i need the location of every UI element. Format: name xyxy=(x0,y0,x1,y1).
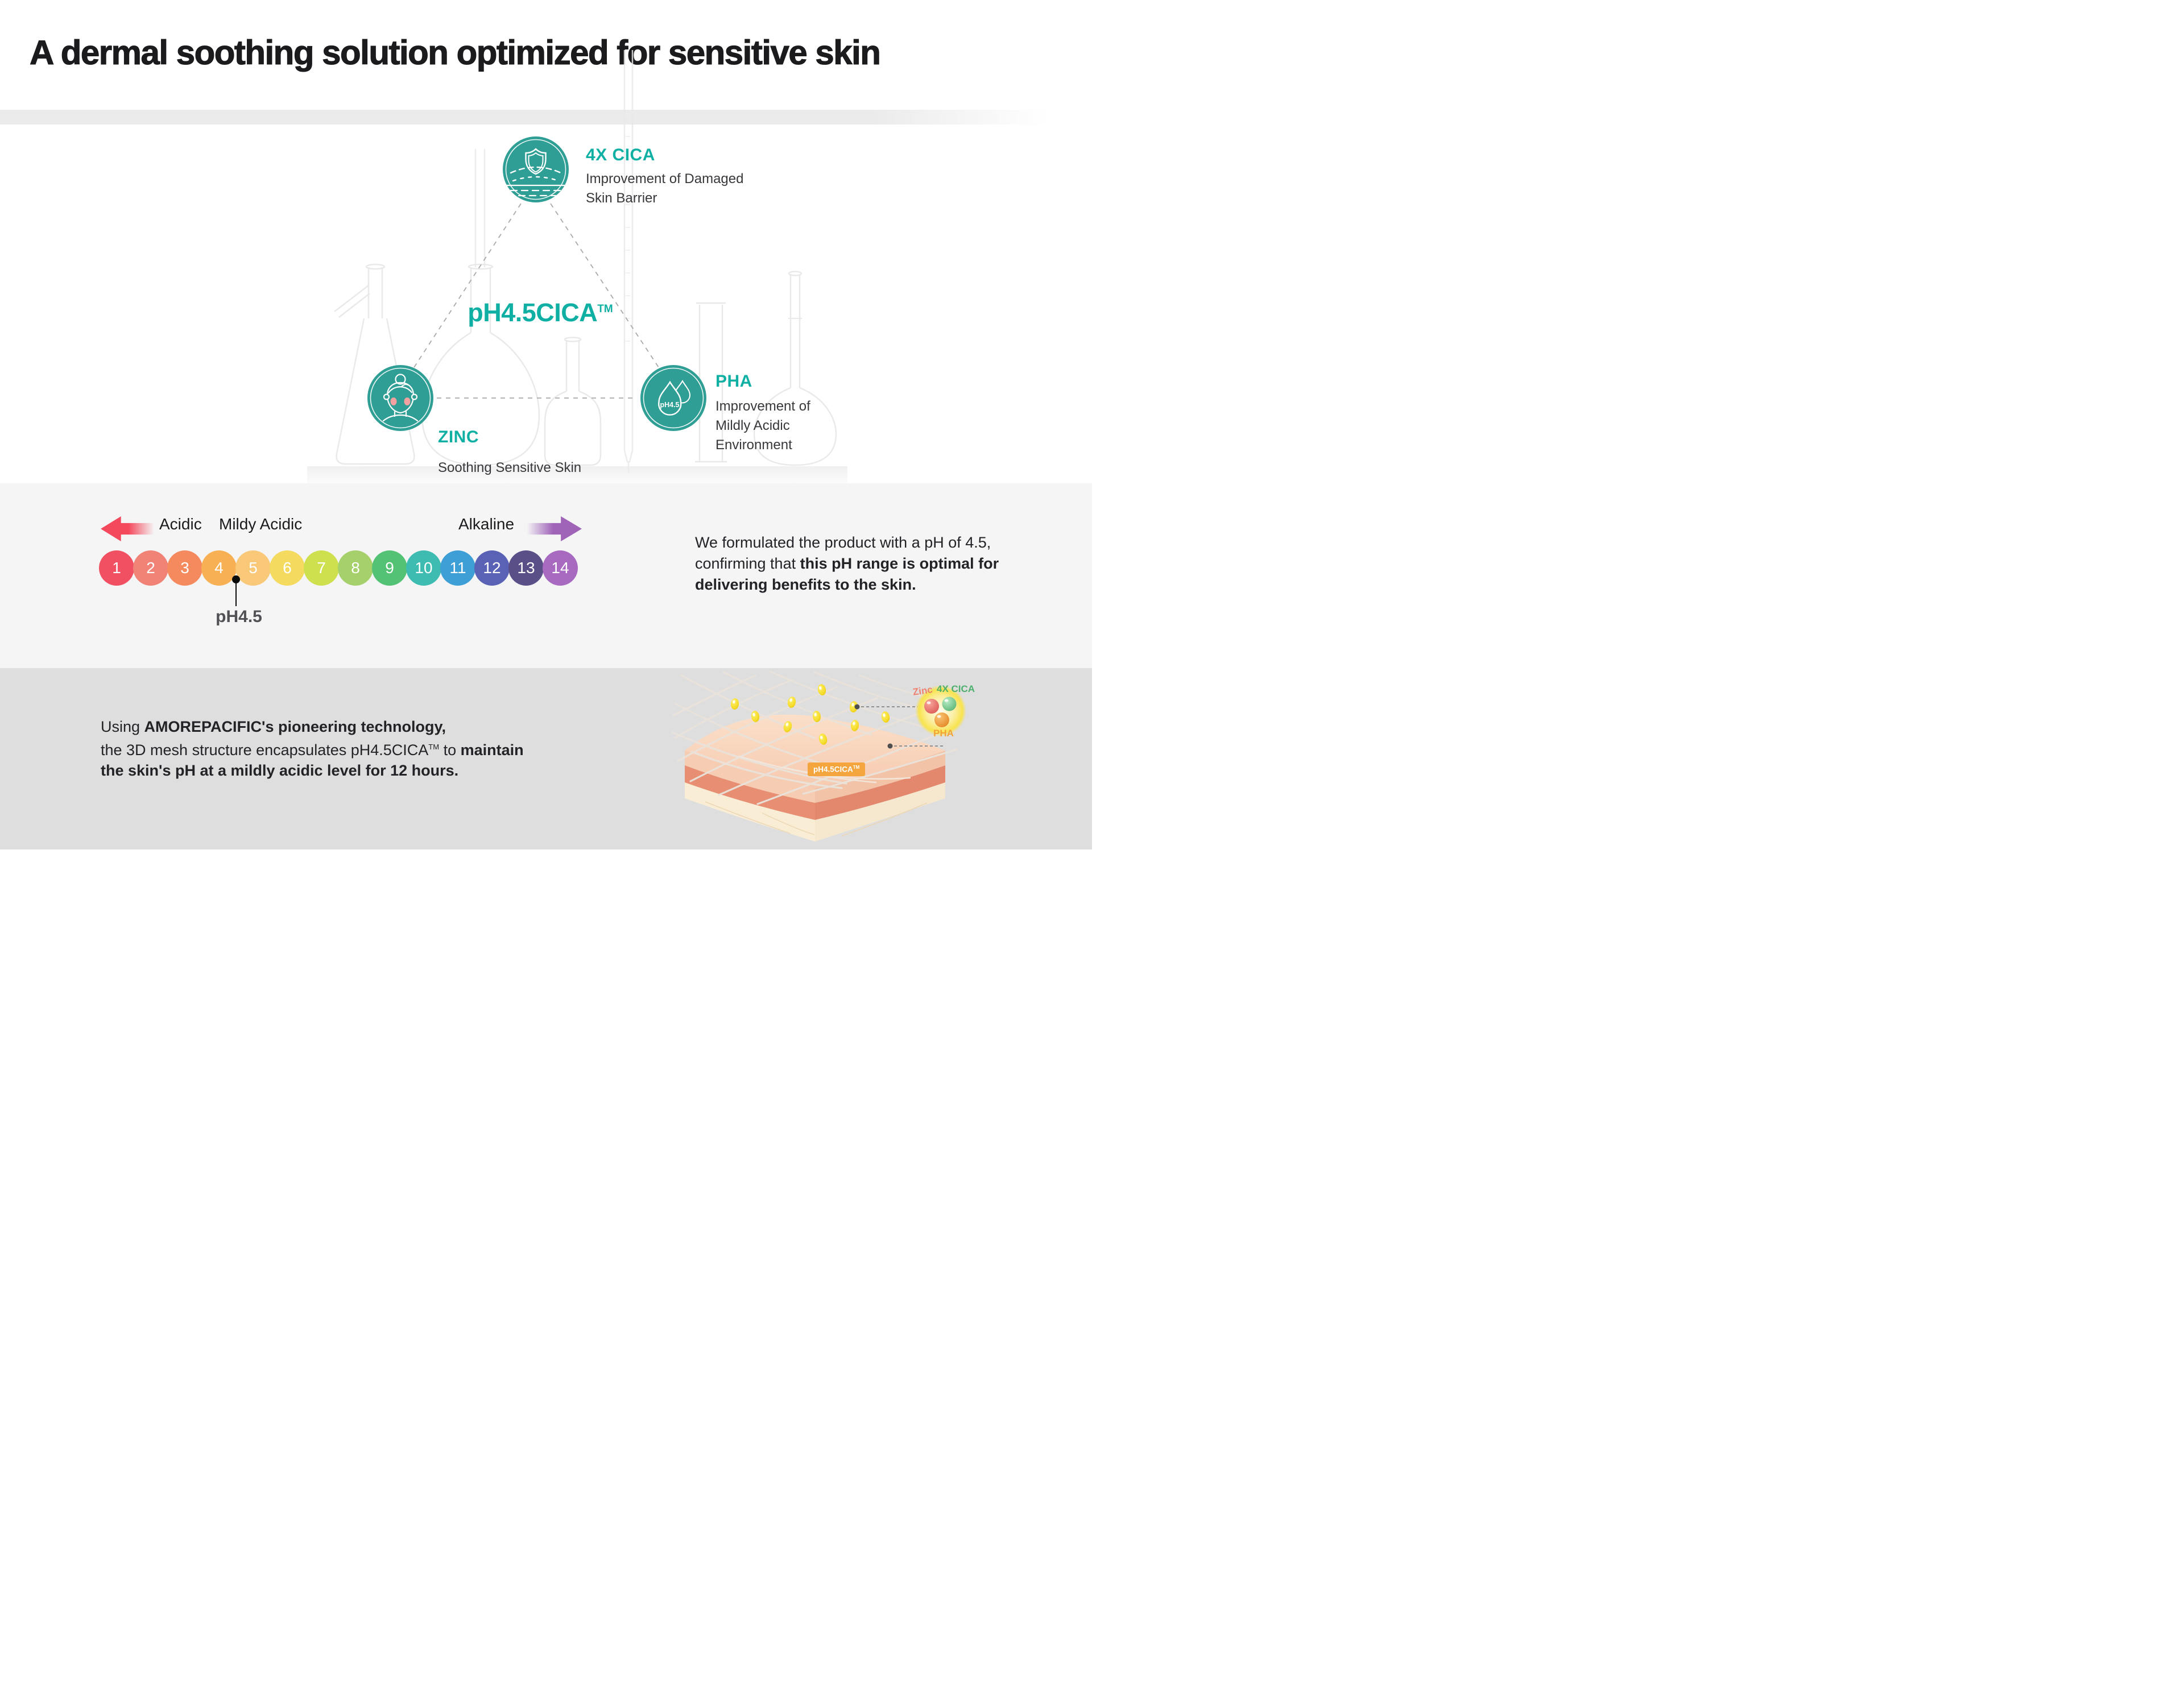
callout-lines xyxy=(854,704,945,749)
technology-paragraph: Using AMOREPACIFIC's pioneering technolo… xyxy=(101,718,524,779)
ph-circle-11: 11 xyxy=(440,550,475,586)
callout-dot-1 xyxy=(854,704,860,710)
ph-copy-paragraph: We formulated the product with a pH of 4… xyxy=(695,534,999,593)
ph-circle-10: 10 xyxy=(406,550,441,586)
infographic-page: A dermal soothing solution optimized for… xyxy=(0,0,1092,850)
ph-circle-9: 9 xyxy=(372,550,407,586)
acidic-label: Acidic xyxy=(159,515,202,533)
ph-circle-13: 13 xyxy=(508,550,544,586)
trademark-sup: TM xyxy=(853,765,860,770)
pha-ball-label: PHA xyxy=(933,728,954,739)
ph-marker-line xyxy=(235,583,237,606)
dashed-line-cica-zinc xyxy=(413,203,522,368)
erlenmeyer-flask-icon xyxy=(334,263,415,465)
zinc-desc: Soothing Sensitive Skin xyxy=(438,460,582,475)
ph-circle-6: 6 xyxy=(270,550,305,586)
ph-circle-14: 14 xyxy=(543,550,578,586)
ph45cica-capsules xyxy=(730,684,890,745)
pha-desc: Improvement of Mildly Acidic Environment xyxy=(715,399,810,453)
cica-desc: Improvement of Damaged Skin Barrier xyxy=(586,171,744,206)
trademark-sup: TM xyxy=(597,303,613,315)
burette-icon xyxy=(623,50,634,473)
shield-skin-barrier-icon xyxy=(503,136,569,202)
ph-circle-8: 8 xyxy=(338,550,373,586)
mildly-acidic-label: Mildy Acidic xyxy=(219,515,303,533)
ph-circle-5: 5 xyxy=(235,550,271,586)
triangle-connector-lines xyxy=(413,203,659,399)
cheek-left xyxy=(390,397,397,405)
skin-block xyxy=(685,714,945,842)
header-divider-strip xyxy=(0,110,1092,125)
bottle-icon xyxy=(544,337,602,466)
ph-circle-12: 12 xyxy=(474,550,510,586)
ph45cica-badge: pH4.5CICATM xyxy=(808,763,866,776)
ph-circle-4: 4 xyxy=(201,550,237,586)
callout-dot-2 xyxy=(887,743,893,749)
zinc-ball xyxy=(924,699,939,714)
ph-circle-7: 7 xyxy=(304,550,339,586)
ph-circle-2: 2 xyxy=(133,550,168,586)
pha-ball xyxy=(934,712,949,727)
soothed-face-icon xyxy=(367,365,433,431)
alkaline-label: Alkaline xyxy=(458,515,515,533)
ph-marker-dot xyxy=(232,575,240,583)
ph-circle-1: 1 xyxy=(99,550,134,586)
cica-ball-label: 4X CICA xyxy=(937,683,975,694)
cheek-right xyxy=(404,397,411,405)
skin-mesh-illustration xyxy=(671,671,966,842)
cica-heading: 4X CICA xyxy=(586,146,655,164)
cica-ball xyxy=(942,697,957,711)
capsule-zoom-circle xyxy=(915,685,966,736)
center-brand-label: pH4.5CICATM xyxy=(468,298,613,327)
ph-drop-icon: pH4.5 xyxy=(640,365,706,431)
trademark-sup: TM xyxy=(428,743,440,751)
ph-drop-icon-label: pH4.5 xyxy=(660,401,679,409)
ph-marker-label: pH4.5 xyxy=(216,607,262,626)
page-title: A dermal soothing solution optimized for… xyxy=(29,33,881,72)
zinc-heading: ZINC xyxy=(438,428,479,446)
dashed-line-cica-pha xyxy=(550,203,659,368)
ph-circle-3: 3 xyxy=(167,550,202,586)
volumetric-flask-icon xyxy=(753,271,837,466)
pha-heading: PHA xyxy=(715,372,752,391)
